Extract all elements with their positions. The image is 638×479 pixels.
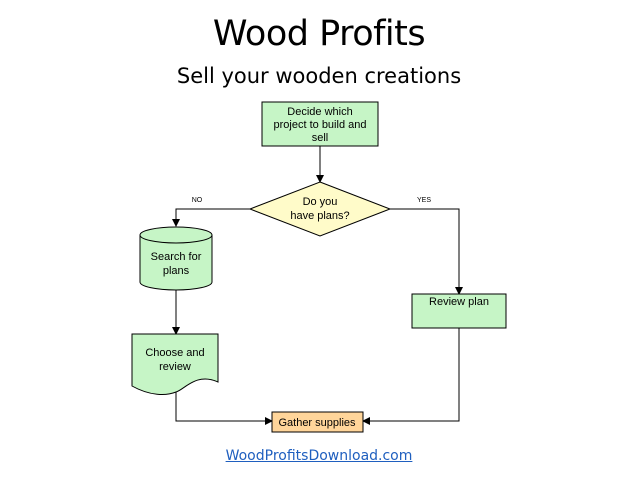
node-question-line-2: have plans? (290, 210, 349, 222)
slide-subtitle: Sell your wooden creations (176, 64, 462, 88)
node-question: Do you have plans? (248, 181, 392, 237)
edge-review-to-gather (362, 328, 460, 425)
node-review-plan: Review plan (411, 293, 507, 329)
node-search-line-1: Search for (151, 251, 202, 263)
footer-link[interactable]: WoodProfitsDownload.com (225, 448, 413, 464)
edge-label-no: NO (192, 197, 203, 204)
slide-title: Wood Profits (212, 14, 426, 54)
edge-question-no-to-search (172, 208, 250, 227)
edge-question-yes-to-review (390, 208, 463, 295)
node-choose-line-1: Choose and (145, 347, 204, 359)
node-decide-line-1: Decide which (287, 106, 352, 118)
edge-label-yes: YES (417, 197, 431, 204)
node-search-line-2: plans (163, 265, 190, 277)
node-decide: Decide which project to build and sell (261, 101, 379, 147)
node-gather-line-1: Gather supplies (278, 417, 356, 429)
node-search: Search for plans (139, 226, 213, 291)
node-question-line-1: Do you (303, 196, 338, 208)
node-decide-line-2: project to build and (274, 119, 367, 131)
node-gather: Gather supplies (271, 411, 364, 433)
node-choose-line-2: review (159, 361, 191, 373)
node-decide-line-3: sell (312, 132, 329, 144)
node-review-plan-line-1: Review plan (429, 296, 489, 308)
edge-choose-to-gather (175, 390, 273, 425)
node-choose: Choose and review (131, 333, 219, 395)
